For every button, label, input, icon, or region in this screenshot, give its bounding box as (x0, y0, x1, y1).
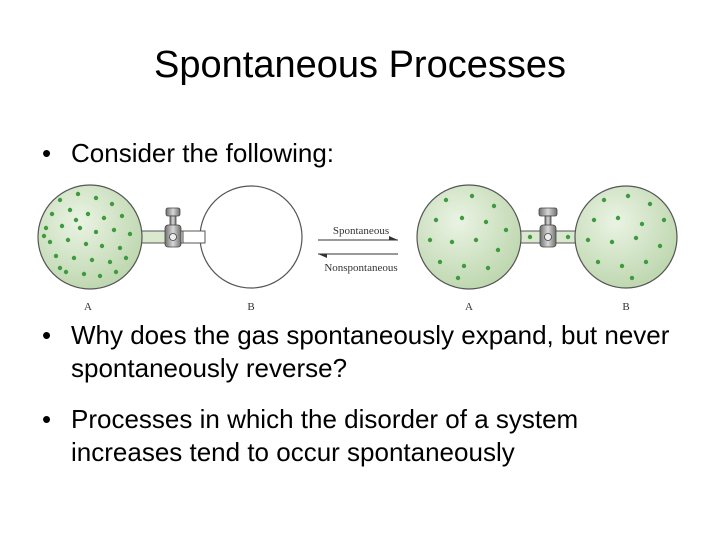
bullet-consider: • Consider the following: (42, 137, 682, 170)
nonspontaneous-label: Nonspontaneous (324, 262, 397, 274)
gas-expansion-figure: A B Spontaneous Nonspontaneous (37, 184, 678, 313)
flask-b-empty (199, 185, 303, 289)
bullet-question: • Why does the gas spontaneously expand,… (42, 319, 692, 385)
bullet-text: Processes in which the disorder of a sys… (71, 404, 579, 467)
valve-icon (164, 207, 182, 248)
forward-arrow-head (389, 236, 398, 240)
flask-a-filled (416, 184, 522, 290)
right-apparatus: A B (416, 184, 678, 313)
reverse-arrow-head (318, 254, 327, 258)
tube-right-segment (182, 230, 206, 244)
left-flask-b-label: B (247, 301, 254, 313)
gas-particles-right (427, 193, 667, 281)
right-flask-b-label: B (622, 301, 629, 313)
bullet-marker: • (42, 320, 52, 350)
gas-particles-left (41, 191, 133, 279)
bullet-marker: • (42, 138, 52, 168)
slide-title: Spontaneous Processes (154, 44, 566, 86)
left-apparatus: A B (37, 184, 303, 313)
right-flask-a-label: A (465, 301, 473, 313)
process-arrows: Spontaneous Nonspontaneous (318, 225, 398, 274)
spontaneous-label: Spontaneous (333, 225, 389, 237)
bullet-marker: • (42, 404, 52, 434)
bullet-text: Why does the gas spontaneously expand, b… (71, 320, 670, 383)
flask-b-filled (574, 185, 678, 289)
bullet-disorder: • Processes in which the disorder of a s… (42, 403, 692, 469)
flask-a-filled (37, 184, 143, 290)
bullet-text: Consider the following: (71, 138, 335, 168)
left-flask-a-label: A (84, 301, 92, 313)
valve-icon (538, 207, 558, 248)
